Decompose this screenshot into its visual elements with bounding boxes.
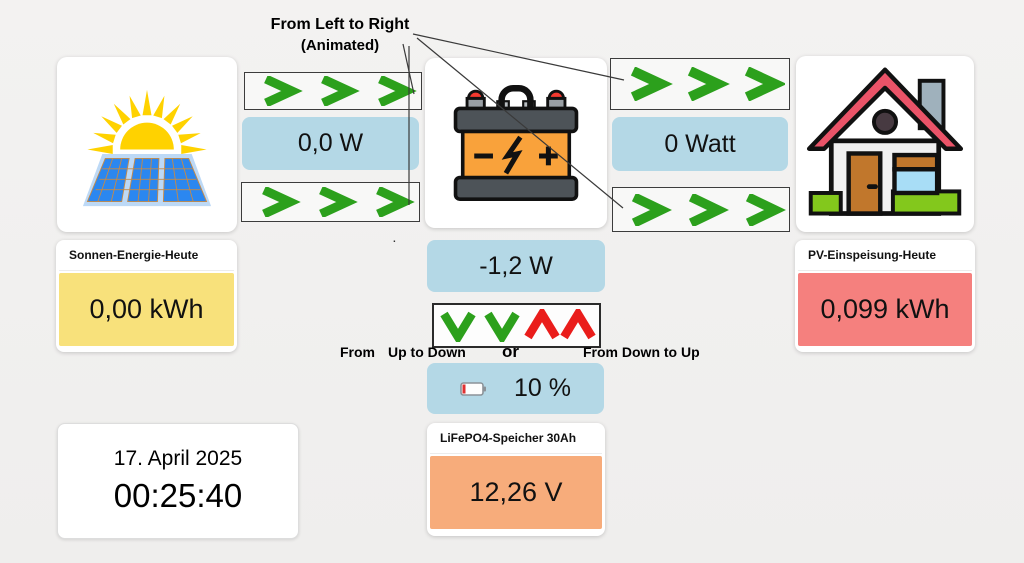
green-chevrons-right-icon (264, 76, 417, 106)
annotation-dot: . (393, 234, 396, 245)
flow-arrows-solar-top (244, 72, 422, 110)
flow-arrows-house-bottom (612, 187, 790, 232)
house-power-value: 0 Watt (664, 129, 736, 158)
annotation-from: From (340, 344, 375, 360)
annotation-left-to-right-line2: (Animated) (300, 37, 380, 54)
battery-percent-value: 10 % (514, 374, 571, 402)
time-display: 00:25:40 (113, 477, 243, 514)
battery-percent-sensor[interactable]: 10 % (427, 363, 604, 414)
solar-energy-today-value: 0,00 kWh (59, 273, 234, 346)
green-chevrons-right-icon (631, 193, 786, 226)
pv-feed-today-label: PV-Einspeisung-Heute (798, 240, 972, 271)
flow-arrows-solar-bottom (241, 182, 420, 222)
solar-energy-today-card[interactable]: Sonnen-Energie-Heute 0,00 kWh (56, 240, 237, 352)
green-chevrons-right-icon (630, 67, 785, 101)
annotation-up-to-down: Up to Down (388, 344, 466, 360)
annotation-or: or (502, 342, 519, 361)
house-card[interactable] (796, 56, 974, 232)
battery-card[interactable] (425, 58, 607, 228)
green-down-red-up-chevrons-icon (439, 309, 596, 342)
solar-power-value: 0,0 W (297, 129, 364, 157)
car-battery-icon (453, 85, 579, 201)
solar-power-sensor[interactable]: 0,0 W (242, 117, 419, 170)
lifepo4-storage-card[interactable]: LiFePO4-Speicher 30Ah 12,26 V (427, 423, 605, 536)
datetime-card[interactable]: 17. April 2025 00:25:40 (57, 423, 299, 539)
house-power-sensor[interactable]: 0 Watt (612, 117, 788, 171)
lifepo4-voltage-value: 12,26 V (430, 456, 602, 529)
green-chevrons-right-icon (261, 187, 415, 217)
battery-power-sensor[interactable]: -1,2 W (427, 240, 605, 292)
solar-card[interactable] (57, 57, 237, 232)
annotation-left-to-right-line1: From Left to Right (270, 16, 410, 33)
pv-feed-today-value: 0,099 kWh (798, 273, 972, 346)
house-icon (806, 67, 964, 216)
annotation-left-to-right: From Left to Right (Animated) (240, 14, 440, 56)
flow-arrows-house-top (610, 58, 790, 110)
pv-feed-today-card[interactable]: PV-Einspeisung-Heute 0,099 kWh (795, 240, 975, 352)
annotation-down-to-up: From Down to Up (583, 344, 700, 360)
flow-arrows-battery-updown (432, 303, 601, 348)
date-display: 17. April 2025 (113, 447, 243, 470)
lifepo4-storage-label: LiFePO4-Speicher 30Ah (430, 423, 602, 454)
solar-energy-today-label: Sonnen-Energie-Heute (59, 240, 234, 271)
solar-panel-icon (82, 89, 212, 206)
battery-low-icon (460, 381, 486, 396)
battery-power-value: -1,2 W (479, 251, 553, 280)
